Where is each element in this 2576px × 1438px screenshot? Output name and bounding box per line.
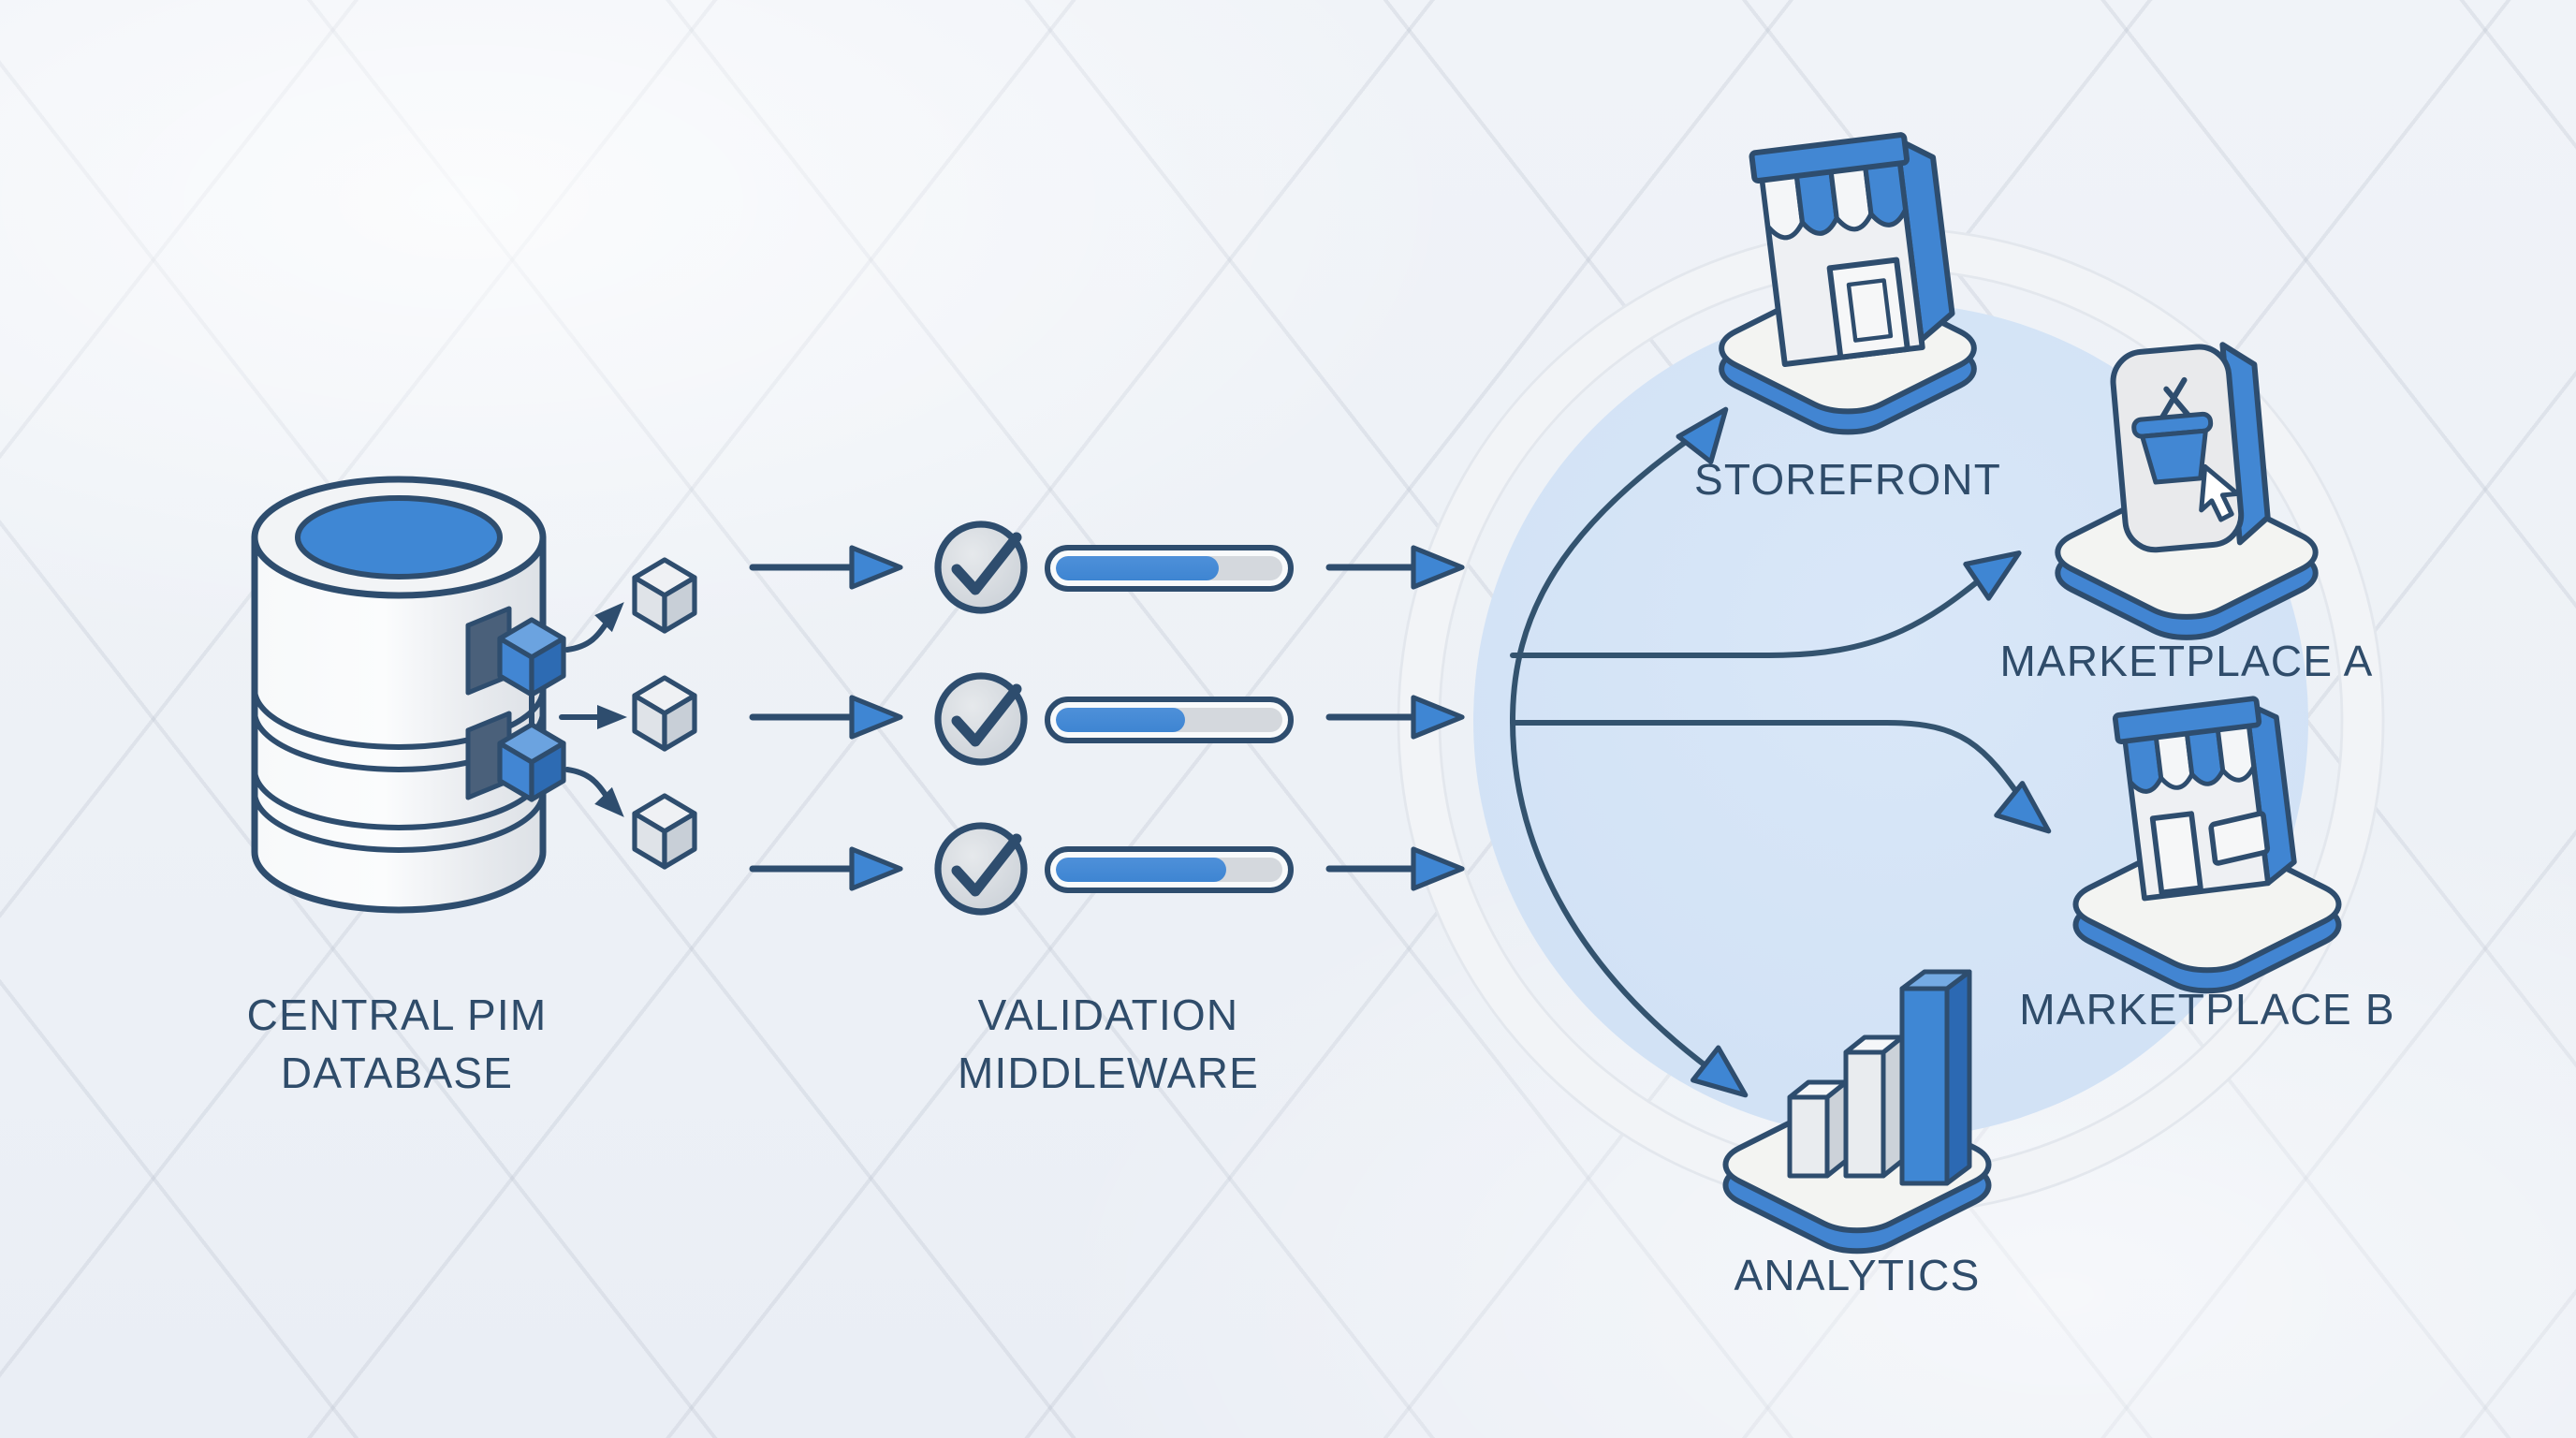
label-storefront: STOREFRONT <box>1693 455 2002 504</box>
validation-progress-bar-2 <box>1045 697 1294 743</box>
database-icon <box>251 476 547 914</box>
label-marketplace-a: MARKETPLACE A <box>1999 637 2374 685</box>
progress-track <box>1056 708 1282 732</box>
store-door <box>2149 811 2203 896</box>
storefront-icon <box>1749 132 1955 368</box>
marketplace-a-basket-tile-icon <box>2110 342 2271 553</box>
label-validation-middleware: VALIDATION MIDDLEWARE <box>957 990 1260 1097</box>
label-analytics: ANALYTICS <box>1734 1251 1981 1299</box>
connector-marketplace-a <box>1510 570 1991 658</box>
progress-fill <box>1056 708 1185 732</box>
product-cubes <box>632 557 697 870</box>
hub-branch-arrowheads <box>1676 406 2052 1098</box>
progress-track <box>1056 556 1282 580</box>
check-icon <box>934 521 1028 614</box>
progress-track <box>1056 858 1282 882</box>
connector-marketplace-b <box>1510 720 2028 808</box>
cube-icon <box>632 557 697 634</box>
label-marketplace-b: MARKETPLACE B <box>2019 985 2395 1034</box>
arrowhead-to-storefront <box>1676 406 1729 464</box>
hub-branch-connectors <box>1509 417 2028 1089</box>
check-icon <box>934 672 1028 766</box>
basket-icon <box>2131 376 2214 485</box>
validation-check-icons <box>934 521 1028 916</box>
validation-progress-bar-1 <box>1045 545 1294 592</box>
arrowhead-to-marketplace-b <box>1994 781 2052 834</box>
validation-to-hub-arrows <box>1325 545 1465 891</box>
label-central-pim-database: CENTRAL PIM DATABASE <box>246 990 548 1097</box>
bar-gray-medium <box>1843 1034 1905 1179</box>
arrowhead-to-analytics <box>1690 1045 1749 1098</box>
data-cube-blue <box>497 617 566 802</box>
cursor-icon <box>2199 463 2240 522</box>
cube-icon <box>632 793 697 870</box>
check-icon <box>934 822 1028 916</box>
database-top-disk <box>295 495 503 580</box>
bar-blue-tall <box>1899 969 1972 1186</box>
cubes-to-validation-arrows <box>749 545 903 891</box>
validation-progress-bar-3 <box>1045 846 1294 893</box>
marketplace-b-store-icon <box>2112 696 2297 902</box>
db-to-cube-arrows <box>559 602 627 817</box>
progress-fill <box>1056 556 1220 580</box>
arrowhead-to-marketplace-a <box>1963 550 2022 601</box>
store-door <box>1826 257 1910 360</box>
cube-icon <box>632 675 697 752</box>
analytics-bar-chart-icon <box>1787 969 1972 1186</box>
bar-gray-short <box>1787 1079 1849 1179</box>
progress-fill <box>1056 858 1226 882</box>
store-window <box>2208 811 2271 866</box>
